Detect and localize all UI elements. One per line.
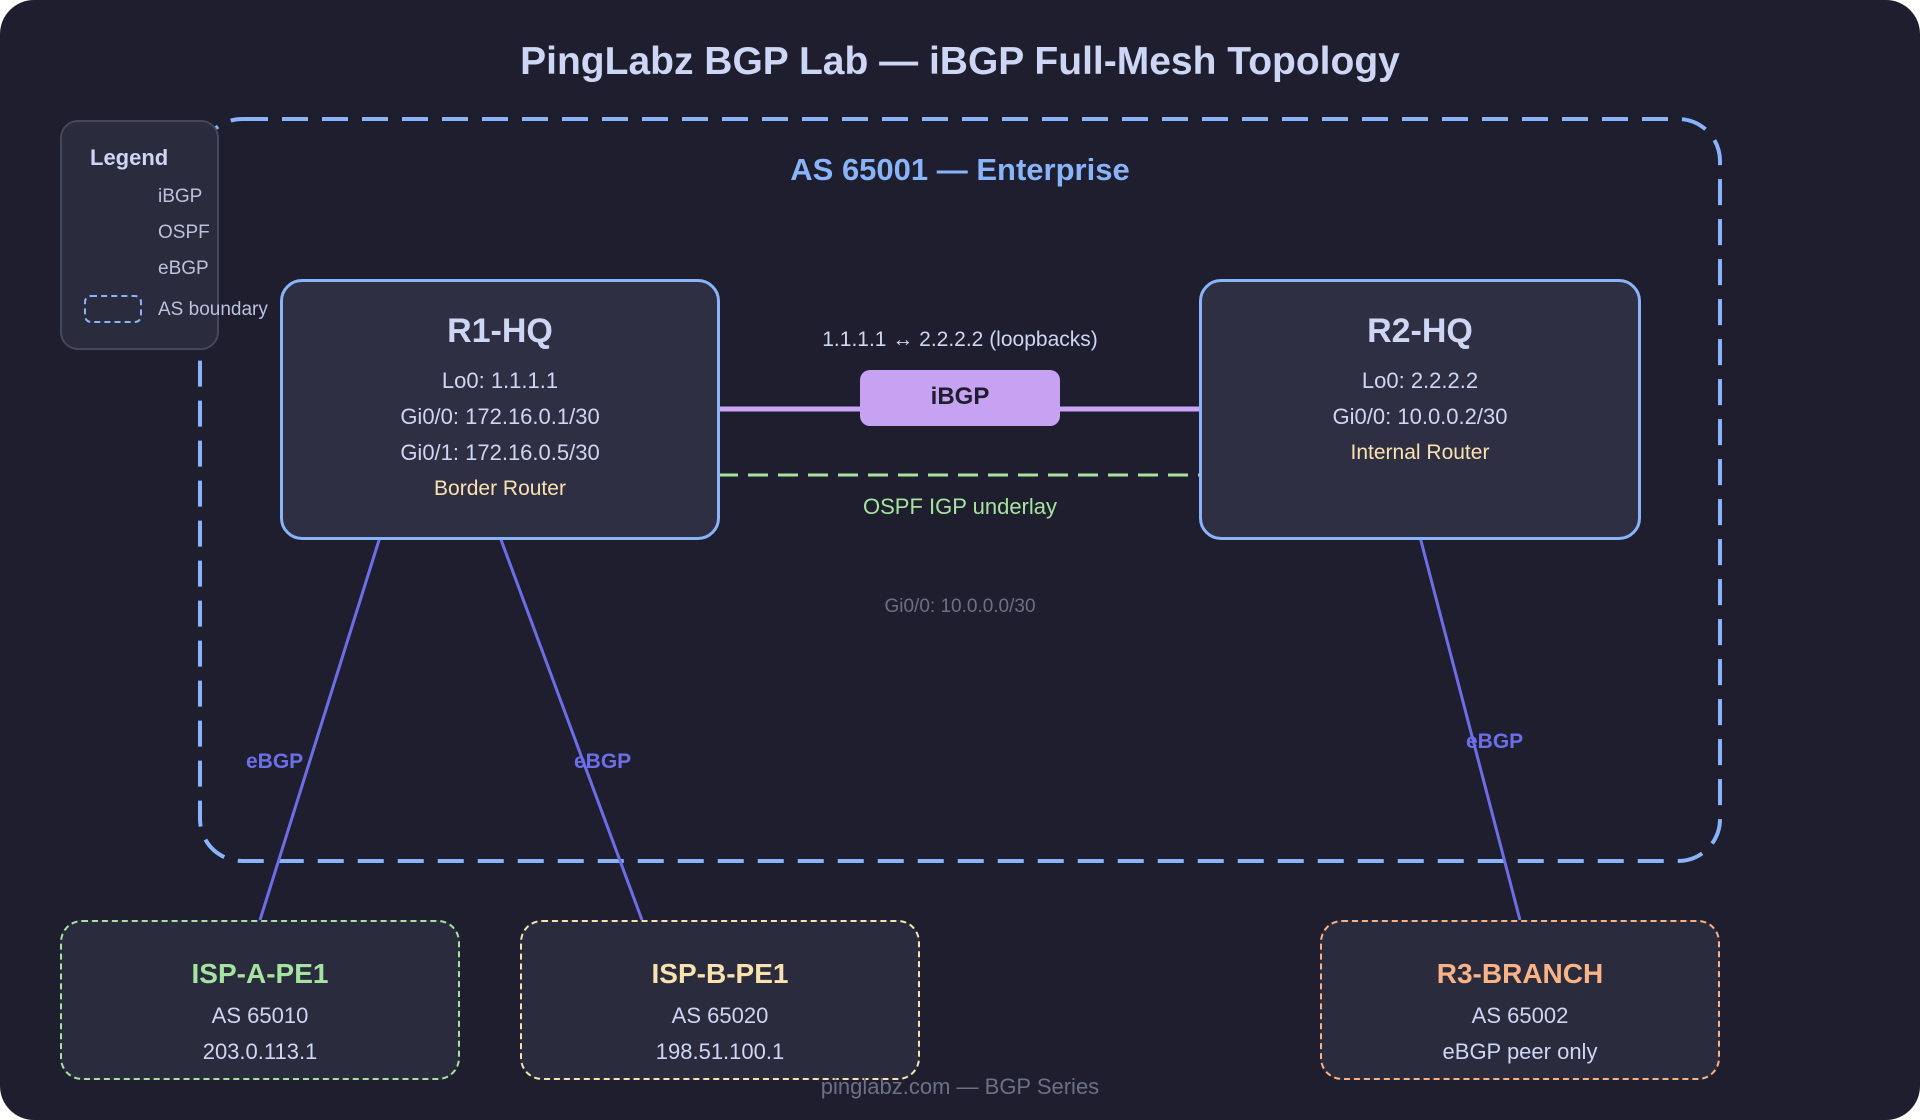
r1-interface-label: Gi0/0: 10.0.0.0/30 [884, 596, 1036, 617]
router-r2-hq[interactable]: R2-HQ Lo0: 2.2.2.2 Gi0/0: 10.0.0.2/30 In… [1199, 279, 1641, 540]
peer-isp-b-pe1[interactable]: ISP-B-PE1 AS 65020 198.51.100.1 [520, 920, 920, 1080]
router-r1-lo0: Lo0: 1.1.1.1 [441, 368, 559, 393]
as-boundary-label: AS 65001 — Enterprise [790, 152, 1130, 187]
ospf-caption: OSPF IGP underlay [862, 494, 1057, 519]
ebgp-label-isp-a: eBGP [246, 750, 304, 773]
legend-item-ebgp: eBGP [158, 258, 209, 279]
ibgp-badge [860, 370, 1060, 426]
ebgp-label-r3: eBGP [1466, 730, 1524, 753]
peer-isp-a-as: AS 65010 [211, 1003, 309, 1028]
ebgp-link-r1-isp-b [498, 536, 644, 921]
router-r1-role: Border Router [434, 477, 566, 500]
legend-item-as-boundary: AS boundary [158, 299, 268, 320]
peer-r3-name: R3-BRANCH [1436, 958, 1604, 989]
peer-isp-a-ip: 203.0.113.1 [202, 1039, 318, 1064]
router-r2-lo0: Lo0: 2.2.2.2 [1361, 368, 1479, 393]
legend-item-ospf: OSPF [158, 222, 210, 243]
legend-title: Legend [90, 145, 169, 170]
router-r1-gi00: Gi0/0: 172.16.0.1/30 [400, 404, 600, 429]
peer-isp-b-ip: 198.51.100.1 [655, 1039, 785, 1064]
peer-r3-branch[interactable]: R3-BRANCH AS 65002 eBGP peer only [1320, 920, 1720, 1080]
peer-r3-detail: eBGP peer only [1442, 1039, 1598, 1064]
peer-isp-a-pe1[interactable]: ISP-A-PE1 AS 65010 203.0.113.1 [60, 920, 460, 1080]
diagram-title: PingLabz BGP Lab — iBGP Full-Mesh Topolo… [520, 40, 1400, 83]
peer-isp-b-name: ISP-B-PE1 [651, 958, 789, 989]
router-r2-role: Internal Router [1350, 441, 1490, 464]
peer-isp-a-name: ISP-A-PE1 [191, 958, 329, 989]
as-boundary [198, 117, 1722, 863]
legend-item-ibgp: iBGP [158, 186, 203, 207]
peer-isp-b-as: AS 65020 [671, 1003, 769, 1028]
ebgp-link-r1-isp-a [258, 536, 382, 921]
router-r2-gi00: Gi0/0: 10.0.0.2/30 [1332, 404, 1508, 429]
ebgp-link-r2-r3 [1418, 536, 1522, 921]
ibgp-badge-label: iBGP [930, 383, 990, 410]
legend-swatch-as-boundary [84, 295, 142, 323]
ebgp-label-isp-b: eBGP [574, 750, 632, 773]
peer-r3-as: AS 65002 [1471, 1003, 1569, 1028]
legend: Legend iBGP OSPF eBGP AS boundary [60, 120, 268, 350]
footer-credit: pinglabz.com — BGP Series [820, 1074, 1100, 1099]
router-r1-hq[interactable]: R1-HQ Lo0: 1.1.1.1 Gi0/0: 172.16.0.1/30 … [280, 279, 720, 540]
router-r2-name: R2-HQ [1367, 312, 1473, 350]
router-r1-gi01: Gi0/1: 172.16.0.5/30 [400, 440, 600, 465]
router-r1-name: R1-HQ [447, 312, 553, 350]
ibgp-caption: 1.1.1.1 ↔ 2.2.2.2 (loopbacks) [822, 328, 1098, 351]
